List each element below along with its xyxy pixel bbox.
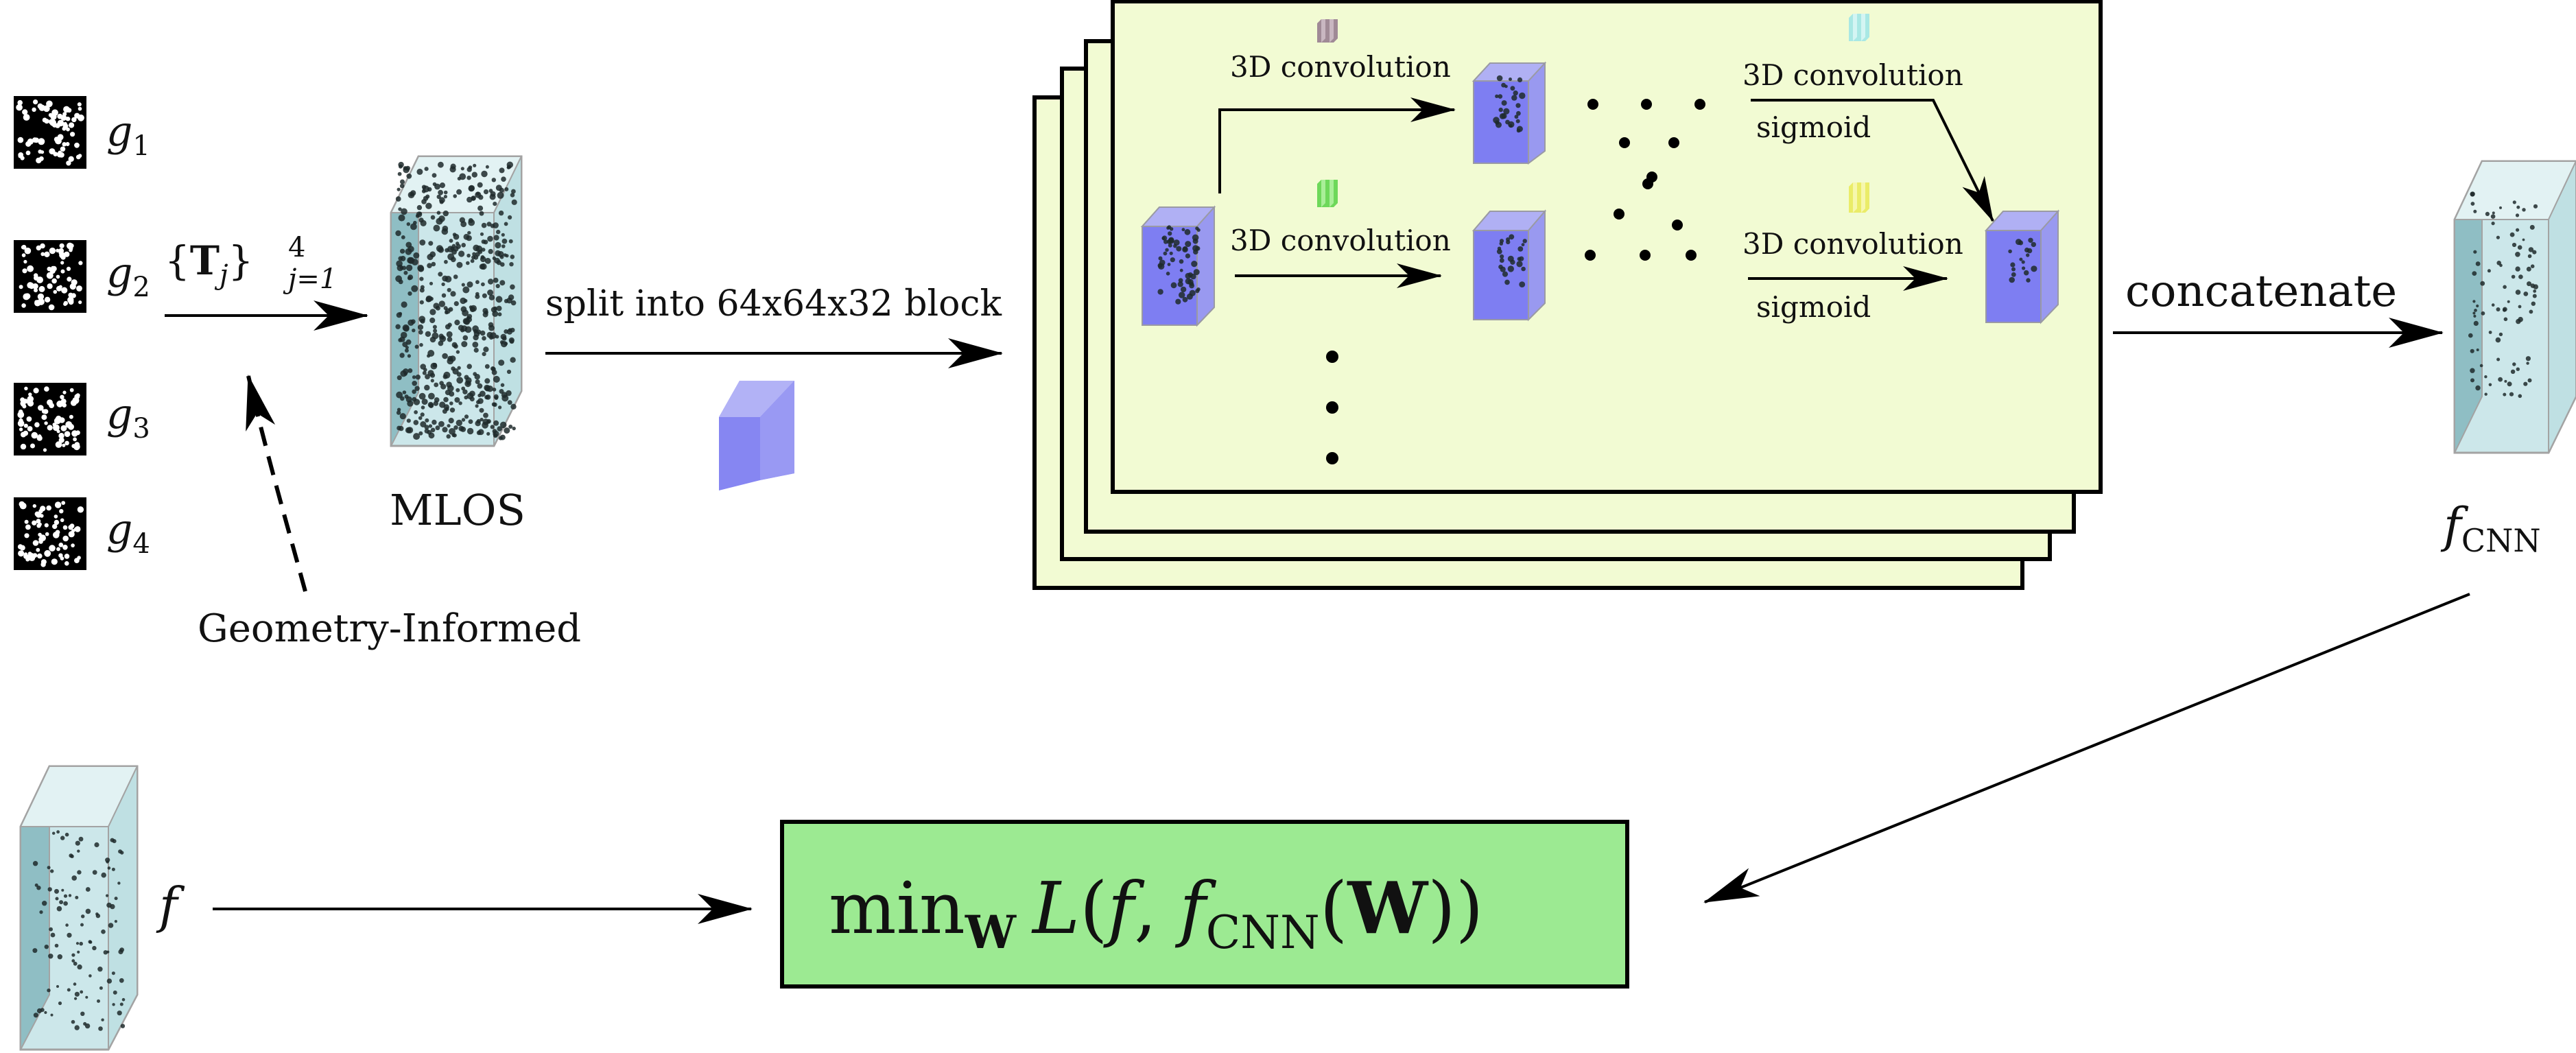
projection-label-g3: g3 [106,390,150,445]
mlos-label: MLOS [390,485,525,535]
conv-label-lower-right: 3D convolution [1742,227,1963,261]
geometry-arrow [246,375,307,592]
sigmoid-label-lower: sigmoid [1756,290,1871,324]
geometry-informed-label: Geometry-Informed [198,606,581,651]
ground-truth-volume [19,765,139,1051]
kernel-cube-icon [1849,182,1869,213]
projection-label-g4: g4 [106,506,150,560]
kernel-cube-icon [1849,14,1869,41]
projection-g1 [14,96,86,169]
conv-label-lower: 3D convolution [1230,224,1451,257]
projection-g4 [14,497,86,570]
kernel-cube-icon [1317,19,1338,43]
fcnn-volume [2453,160,2576,454]
input-block [1140,205,1216,327]
mlos-volume [390,155,523,447]
projection-g2 [14,240,86,313]
concatenate-label: concatenate [2125,266,2397,317]
projection-label-g2: g2 [106,249,150,303]
kernel-cube-icon [1317,180,1338,207]
conv-label-upper-right: 3D convolution [1742,58,1963,92]
block-prism-icon [719,381,794,490]
feedback-arrow [1703,593,2470,903]
loss-box [780,820,1629,989]
ground-truth-label: f [156,877,185,934]
noise-square-icon [14,383,86,455]
sigmoid-label-upper: sigmoid [1756,110,1871,144]
layers-ellipsis [1585,99,1705,261]
projection-g3 [14,383,86,455]
feature-block-upper [1472,61,1547,165]
split-label: split into 64x64x32 block [545,283,1002,324]
fcnn-label: fCNN [2440,497,2541,559]
network-panel-front [1111,0,2103,494]
conv-label-upper: 3D convolution [1230,50,1451,84]
feature-block-lower [1472,209,1547,322]
conv-arrow-upper [1218,97,1456,193]
sigmoid-arrow-upper [1751,99,1994,222]
output-block [1984,209,2060,324]
projection-label-g1: g1 [106,108,150,162]
noise-square-icon [14,96,86,169]
branches-ellipsis [1326,351,1338,464]
